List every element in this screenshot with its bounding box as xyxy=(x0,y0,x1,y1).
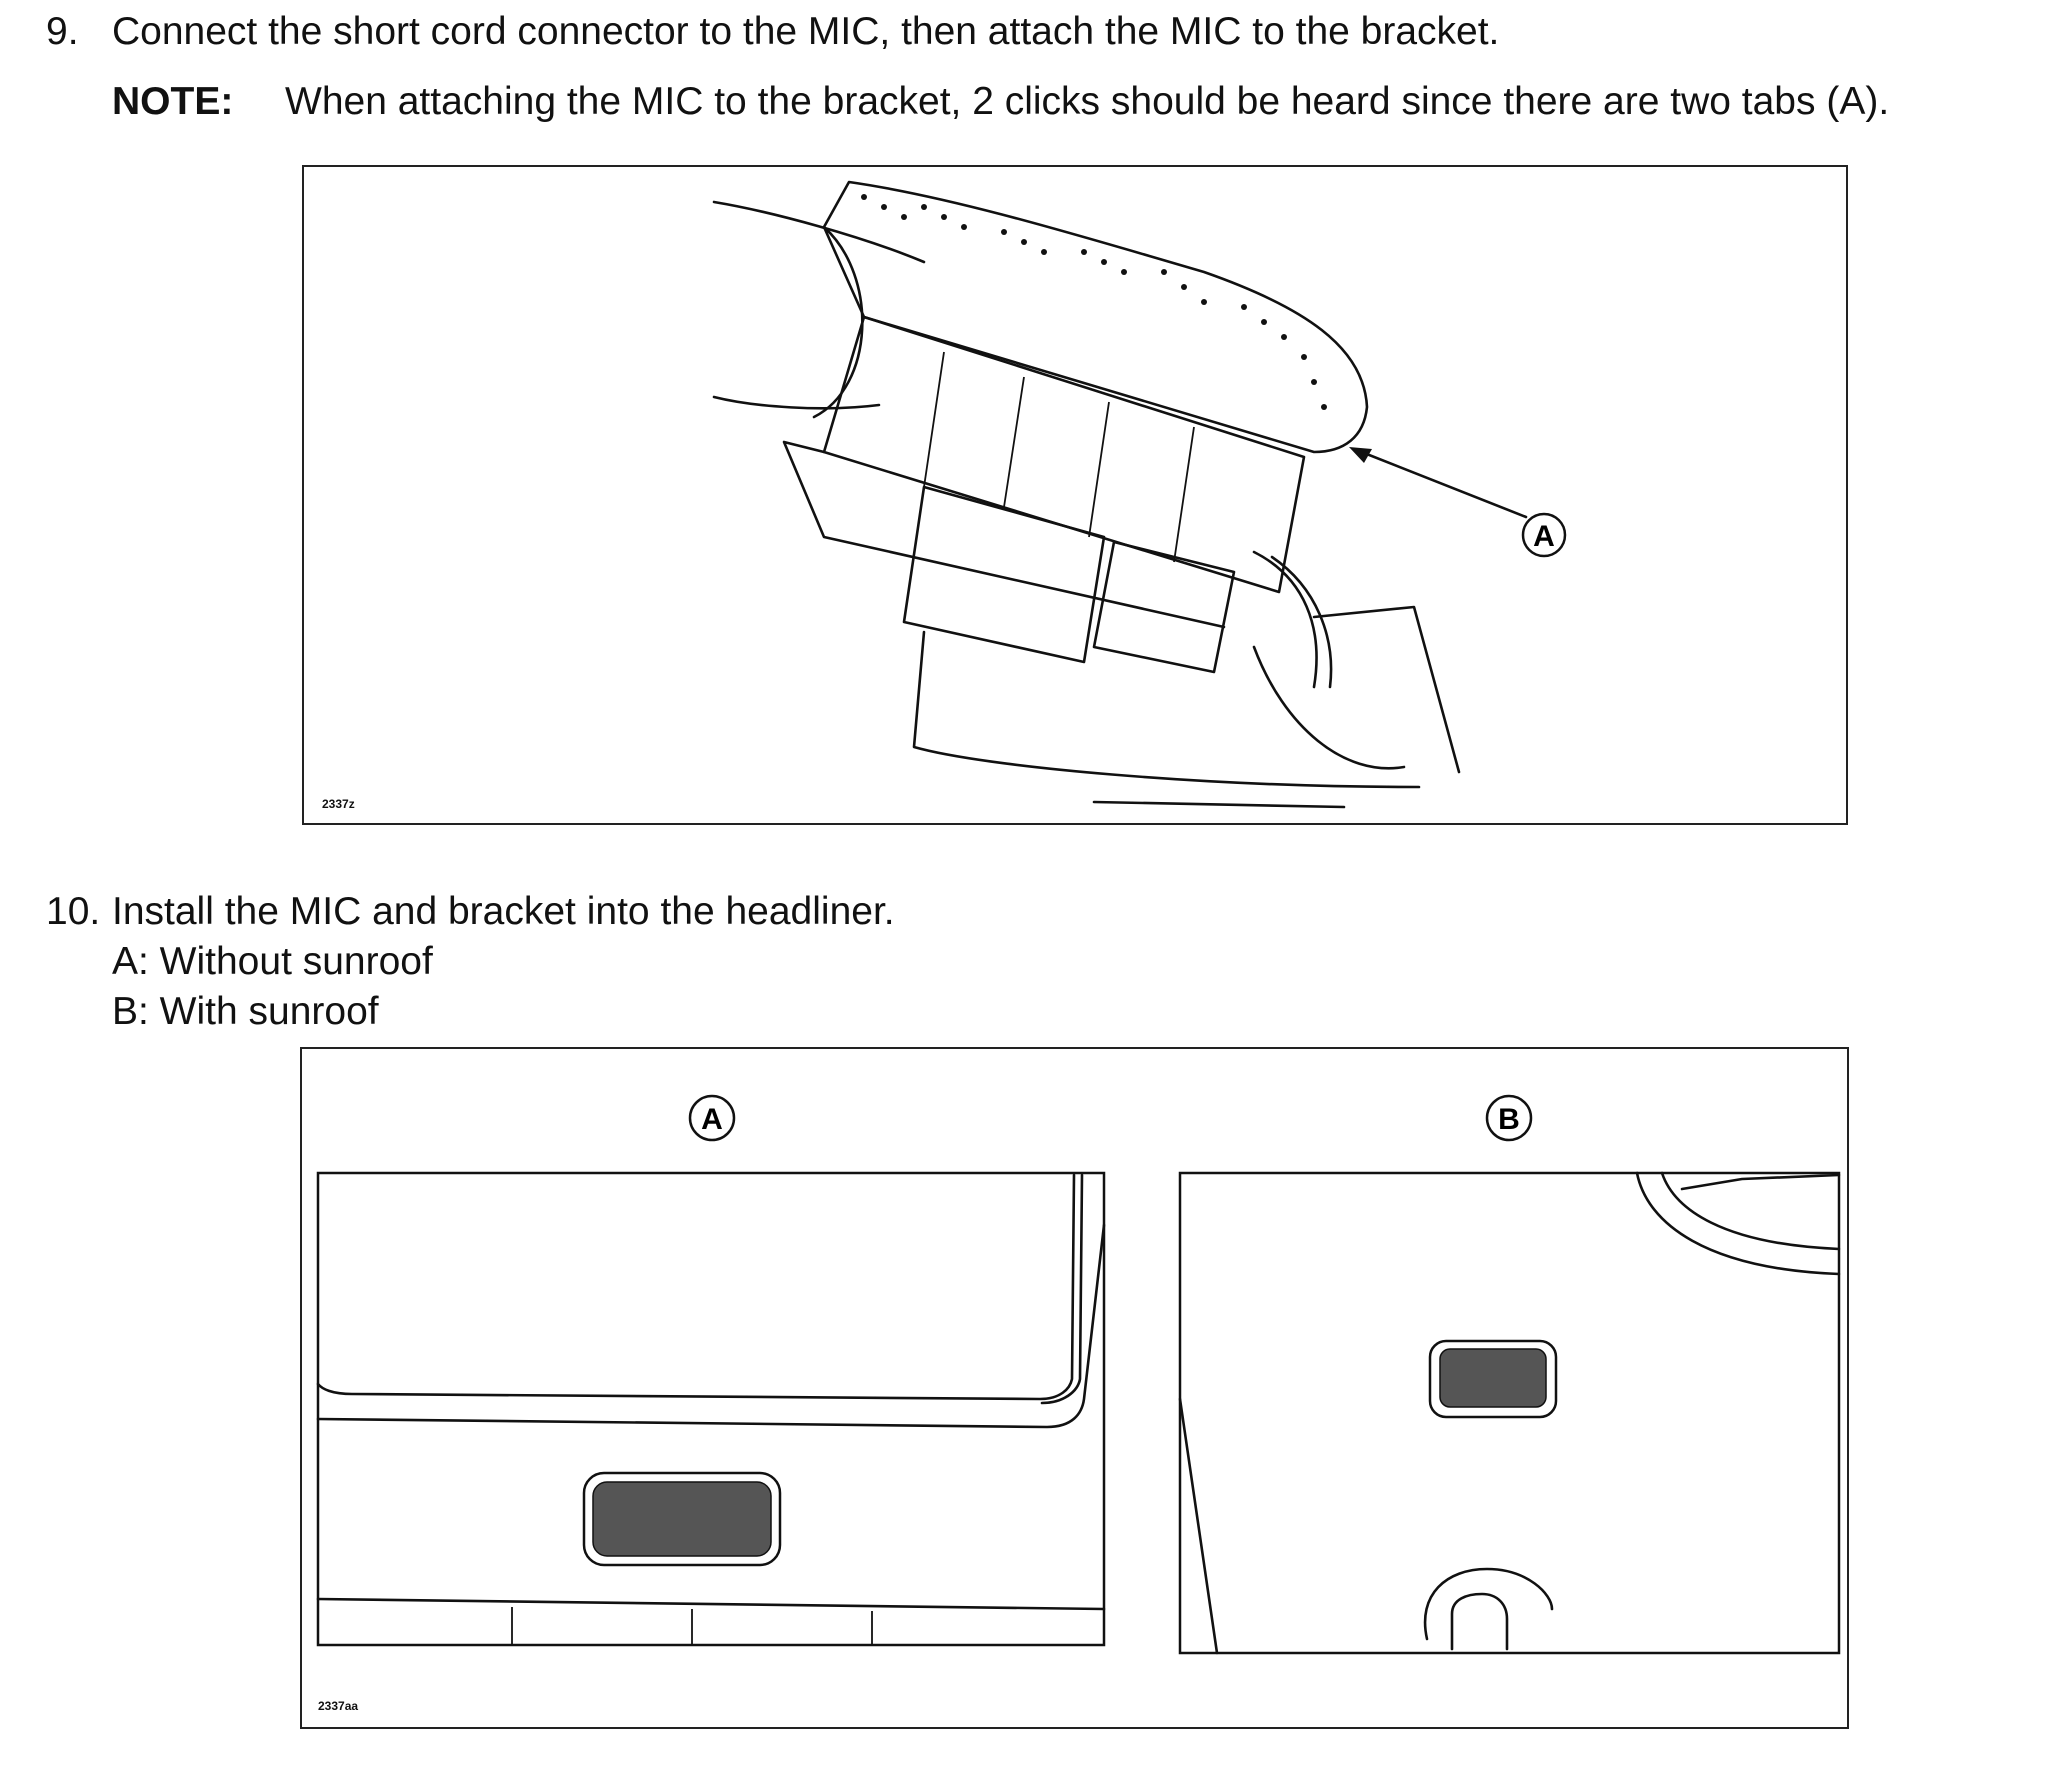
figure-headliner-install: A B 233 xyxy=(300,1047,1849,1729)
panel-b-callout xyxy=(1485,1094,1533,1142)
step-10-sub-a: A: Without sunroof xyxy=(112,940,433,983)
headliner-illustration: A B xyxy=(316,1094,1841,1655)
panel-b-label: B xyxy=(1498,1103,1520,1136)
note-text: When attaching the MIC to the bracket, 2… xyxy=(285,80,1890,123)
panel-a-without-sunroof xyxy=(316,1171,1106,1647)
note-label: NOTE: xyxy=(112,80,234,123)
step-10-text: Install the MIC and bracket into the hea… xyxy=(112,890,895,933)
figure-mic-bracket: A 2337z xyxy=(302,165,1848,825)
step-10-sub-b: B: With sunroof xyxy=(112,990,379,1033)
figure-code-2: 2337aa xyxy=(318,1699,359,1713)
mic-grille-b xyxy=(1439,1348,1547,1408)
callout-a xyxy=(1521,512,1567,558)
mic-grille-a xyxy=(592,1481,772,1557)
step-9-text: Connect the short cord connector to the … xyxy=(112,10,1500,53)
mic-bracket-illustration: A xyxy=(712,180,1567,809)
panel-a-callout xyxy=(688,1094,736,1142)
step-9-number: 9. xyxy=(46,10,79,53)
mic-grille-perforations xyxy=(861,194,1327,410)
panel-b-with-sunroof xyxy=(1178,1171,1841,1655)
step-10-number: 10. xyxy=(46,890,101,933)
figure-code: 2337z xyxy=(322,797,355,811)
panel-a-label: A xyxy=(701,1103,723,1136)
callout-a-label: A xyxy=(1533,520,1555,553)
step-9-note: NOTE: When attaching the MIC to the brac… xyxy=(112,80,1889,125)
